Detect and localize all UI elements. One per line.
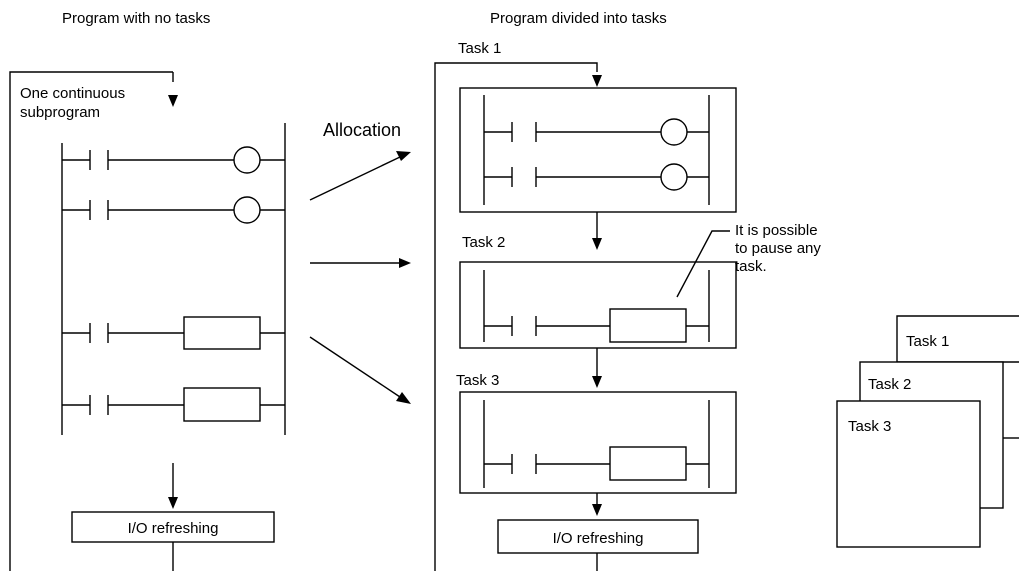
left-rung-3: [62, 316, 285, 350]
left-rung-4: [62, 387, 285, 422]
task3-to-io-arrow: [592, 504, 602, 516]
allocation-arrow-2: [310, 258, 411, 268]
left-io-refreshing-box: [71, 511, 275, 543]
stack-task3-label: Task 3: [848, 418, 891, 435]
task2-ladder: [483, 270, 710, 343]
output-coil: [233, 146, 261, 174]
center-heading: Program divided into tasks: [490, 10, 667, 27]
task1-ladder: [483, 95, 710, 205]
left-heading: Program with no tasks: [62, 10, 210, 27]
allocation-arrow-1: [309, 151, 411, 201]
left-rung-2: [62, 196, 285, 224]
task2-box: [459, 261, 737, 349]
pause-note-line3: task.: [735, 258, 767, 275]
instruction-block: [183, 316, 261, 350]
left-subprogram-label-line1: One continuous: [20, 85, 125, 102]
instruction-block: [183, 387, 261, 422]
allocation-arrow-3: [309, 336, 411, 404]
task2-label: Task 2: [462, 234, 505, 251]
left-program-flow: [9, 71, 174, 571]
pause-note-line2: to pause any: [735, 240, 821, 257]
stacked-tasks: [836, 315, 1019, 548]
task1-box: [459, 87, 737, 213]
stack-task2-label: Task 2: [868, 376, 911, 393]
left-io-arrow: [168, 497, 178, 509]
center-program-flow: [434, 62, 598, 571]
pause-note-leader: [676, 230, 730, 298]
left-subprogram-label-line2: subprogram: [20, 104, 100, 121]
left-entry-arrow: [168, 95, 178, 107]
stack-task3-sheet: [836, 400, 981, 548]
pause-note-line1: It is possible: [735, 222, 818, 239]
output-coil: [233, 196, 261, 224]
task2-to-task3-arrow: [592, 376, 602, 388]
left-rung-1: [62, 146, 285, 174]
allocation-label: Allocation: [323, 120, 401, 140]
task3-ladder: [483, 400, 710, 488]
center-io-refreshing-label: I/O refreshing: [553, 530, 644, 547]
center-io-refreshing-box: [497, 519, 699, 554]
task1-to-task2-arrow: [592, 238, 602, 250]
stack-task1-label: Task 1: [906, 333, 949, 350]
task1-label: Task 1: [458, 40, 501, 57]
task1-entry-arrow: [592, 75, 602, 87]
task3-box: [459, 391, 737, 494]
left-io-refreshing-label: I/O refreshing: [128, 520, 219, 537]
task3-label: Task 3: [456, 372, 499, 389]
